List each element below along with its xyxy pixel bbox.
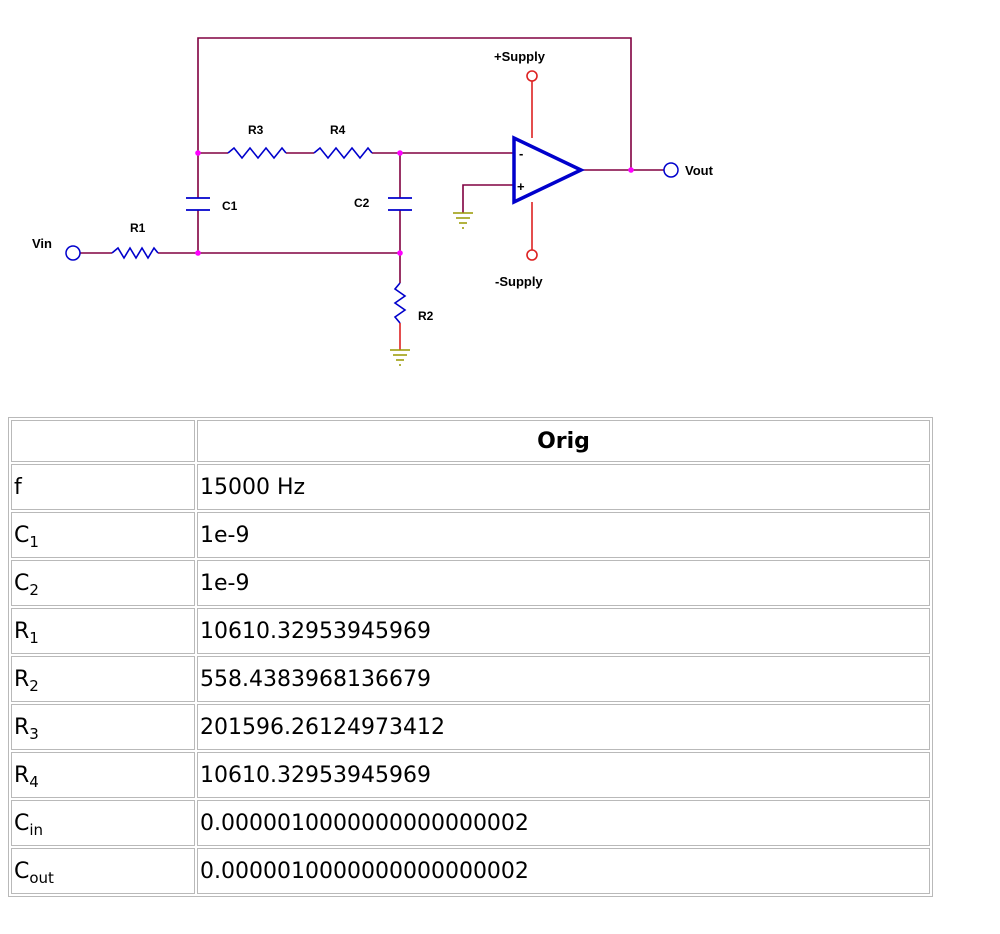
resistor-r1 xyxy=(111,246,159,260)
opamp-triangle xyxy=(512,135,586,205)
label-r1: R1 xyxy=(130,221,146,235)
parameter-name: R1 xyxy=(11,608,195,654)
parameter-symbol: R xyxy=(14,762,30,788)
parameter-symbol: C xyxy=(14,570,30,596)
parameter-subscript: in xyxy=(29,820,44,839)
label-neg-supply: -Supply xyxy=(495,274,543,289)
table-row: f 15000 Hz xyxy=(11,464,930,510)
resistor-r4 xyxy=(313,146,373,160)
header-blank-cell xyxy=(11,420,195,462)
parameter-name: R3 xyxy=(11,704,195,750)
parameter-value: 201596.26124973412 xyxy=(197,704,930,750)
parameter-subscript: 2 xyxy=(29,676,39,695)
parameter-symbol: f xyxy=(14,474,22,500)
label-vout: Vout xyxy=(685,163,714,178)
label-c2: C2 xyxy=(354,196,370,210)
vin-terminal xyxy=(65,245,81,261)
vout-terminal xyxy=(663,162,679,178)
parameter-subscript: 3 xyxy=(29,724,39,743)
resistor-r3 xyxy=(227,146,287,160)
junction-dots xyxy=(195,150,634,256)
parameter-name: C2 xyxy=(11,560,195,606)
parameter-name: C1 xyxy=(11,512,195,558)
wire-noninv xyxy=(462,184,514,213)
label-r2: R2 xyxy=(418,309,434,323)
junction-dot xyxy=(397,250,403,256)
junction-dot xyxy=(397,150,403,156)
parameter-value: 10610.32953945969 xyxy=(197,752,930,798)
parameter-subscript: 4 xyxy=(29,772,39,791)
capacitors xyxy=(186,197,412,211)
parameter-symbol: C xyxy=(14,522,30,548)
circuit-schematic: Vin Vout +Supply -Supply R1 R3 R4 R2 C1 … xyxy=(32,37,714,366)
parameter-value: 0.0000010000000000000002 xyxy=(197,848,930,894)
label-inverting-input: - xyxy=(519,146,523,161)
junction-dot xyxy=(195,150,201,156)
parameter-value: 1e-9 xyxy=(197,560,930,606)
parameter-symbol: C xyxy=(14,858,30,884)
parameter-value: 10610.32953945969 xyxy=(197,608,930,654)
parameter-value: 0.0000010000000000000002 xyxy=(197,800,930,846)
label-pos-supply: +Supply xyxy=(494,49,546,64)
table-header-row: Orig xyxy=(11,420,930,462)
label-r4: R4 xyxy=(330,123,346,137)
parameter-symbol: R xyxy=(14,666,30,692)
ground-symbol-noninv xyxy=(453,212,473,229)
junction-dot xyxy=(628,167,634,173)
junction-dot xyxy=(195,250,201,256)
parameter-name: Cout xyxy=(11,848,195,894)
neg-supply-terminal xyxy=(526,249,538,261)
resistor-r2 xyxy=(393,282,407,324)
resistors xyxy=(111,146,407,324)
parameter-subscript: 1 xyxy=(29,532,39,551)
label-noninverting-input: + xyxy=(517,179,525,194)
parameter-name: R4 xyxy=(11,752,195,798)
parameter-value: 15000 Hz xyxy=(197,464,930,510)
wire-feedback xyxy=(197,37,632,170)
label-vin: Vin xyxy=(32,236,52,251)
parameter-name: Cin xyxy=(11,800,195,846)
label-c1: C1 xyxy=(222,199,238,213)
grounds xyxy=(390,212,473,366)
parameter-symbol: R xyxy=(14,618,30,644)
parameter-name: R2 xyxy=(11,656,195,702)
io-terminals xyxy=(65,162,679,261)
header-orig: Orig xyxy=(197,420,930,462)
parameter-subscript: 2 xyxy=(29,580,39,599)
parameter-symbol: C xyxy=(14,810,30,836)
ground-symbol-r2 xyxy=(390,349,410,366)
parameter-value: 1e-9 xyxy=(197,512,930,558)
label-r3: R3 xyxy=(248,123,264,137)
parameter-value: 558.4383968136679 xyxy=(197,656,930,702)
parameter-name: f xyxy=(11,464,195,510)
parameter-subscript: out xyxy=(29,868,54,887)
parameter-symbol: R xyxy=(14,714,30,740)
supply-wires xyxy=(399,70,538,350)
pos-supply-terminal xyxy=(526,70,538,82)
wires xyxy=(80,37,664,283)
parameter-subscript: 1 xyxy=(29,628,39,647)
